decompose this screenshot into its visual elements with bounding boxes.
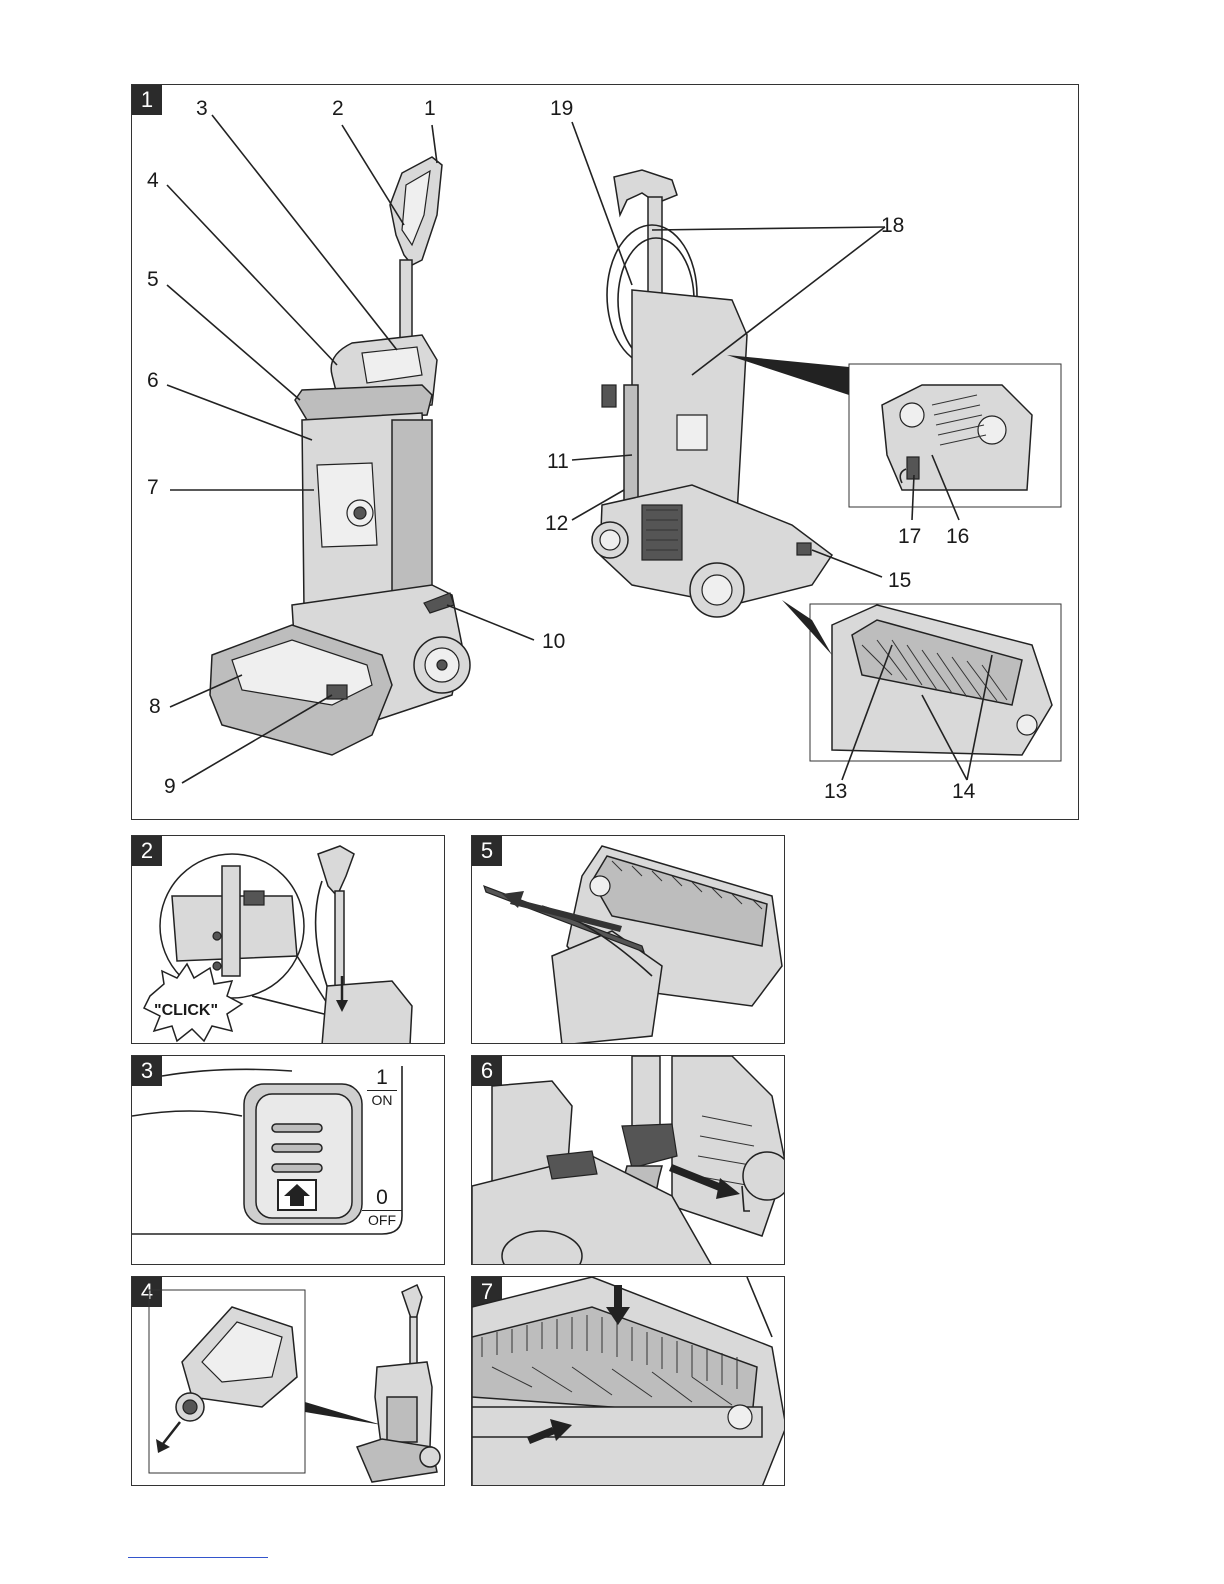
footer-link-underline	[128, 1557, 268, 1558]
figure-1-panel: 1	[131, 84, 1079, 820]
figure-4-panel: 4	[131, 1276, 445, 1486]
on-position-label: 1 ON	[367, 1066, 397, 1108]
inset-filter-cover	[727, 355, 1061, 507]
callout-19: 19	[550, 97, 573, 121]
front-view-machine	[210, 157, 470, 755]
on-text: ON	[367, 1090, 397, 1108]
callout-3: 3	[196, 97, 208, 121]
callout-4: 4	[147, 169, 159, 193]
callout-11: 11	[547, 450, 569, 474]
callout-1: 1	[424, 97, 436, 121]
inset-brush-roller	[782, 600, 1061, 761]
figure-2-panel: 2 "CLICK"	[131, 835, 445, 1044]
callout-7: 7	[147, 476, 159, 500]
callout-2: 2	[332, 97, 344, 121]
figure-5-drawing	[472, 836, 785, 1044]
callout-13: 13	[824, 780, 847, 804]
on-number: 1	[376, 1066, 388, 1089]
figure-1-drawing	[132, 85, 1079, 820]
callout-6: 6	[147, 369, 159, 393]
figure-7-panel: 7	[471, 1276, 785, 1486]
callout-15: 15	[888, 569, 911, 593]
figure-6-drawing	[472, 1056, 785, 1265]
rear-view-machine	[592, 170, 832, 617]
callout-17: 17	[898, 525, 921, 549]
figure-3-drawing	[132, 1056, 445, 1265]
callout-8: 8	[149, 695, 161, 719]
figure-5-panel: 5	[471, 835, 785, 1044]
off-position-label: 0 OFF	[362, 1186, 402, 1228]
off-number: 0	[376, 1186, 388, 1209]
callout-5: 5	[147, 268, 159, 292]
off-text: OFF	[362, 1210, 402, 1228]
callout-16: 16	[946, 525, 969, 549]
callout-18: 18	[881, 214, 904, 238]
figure-4-drawing	[132, 1277, 445, 1486]
callout-12: 12	[545, 512, 568, 536]
callout-10: 10	[542, 630, 565, 654]
callout-14: 14	[952, 780, 975, 804]
figure-6-panel: 6	[471, 1055, 785, 1265]
figure-3-panel: 3 1 ON 0 OFF	[131, 1055, 445, 1265]
figure-7-drawing	[472, 1277, 785, 1486]
click-label: "CLICK"	[154, 1002, 218, 1020]
callout-9: 9	[164, 775, 176, 799]
